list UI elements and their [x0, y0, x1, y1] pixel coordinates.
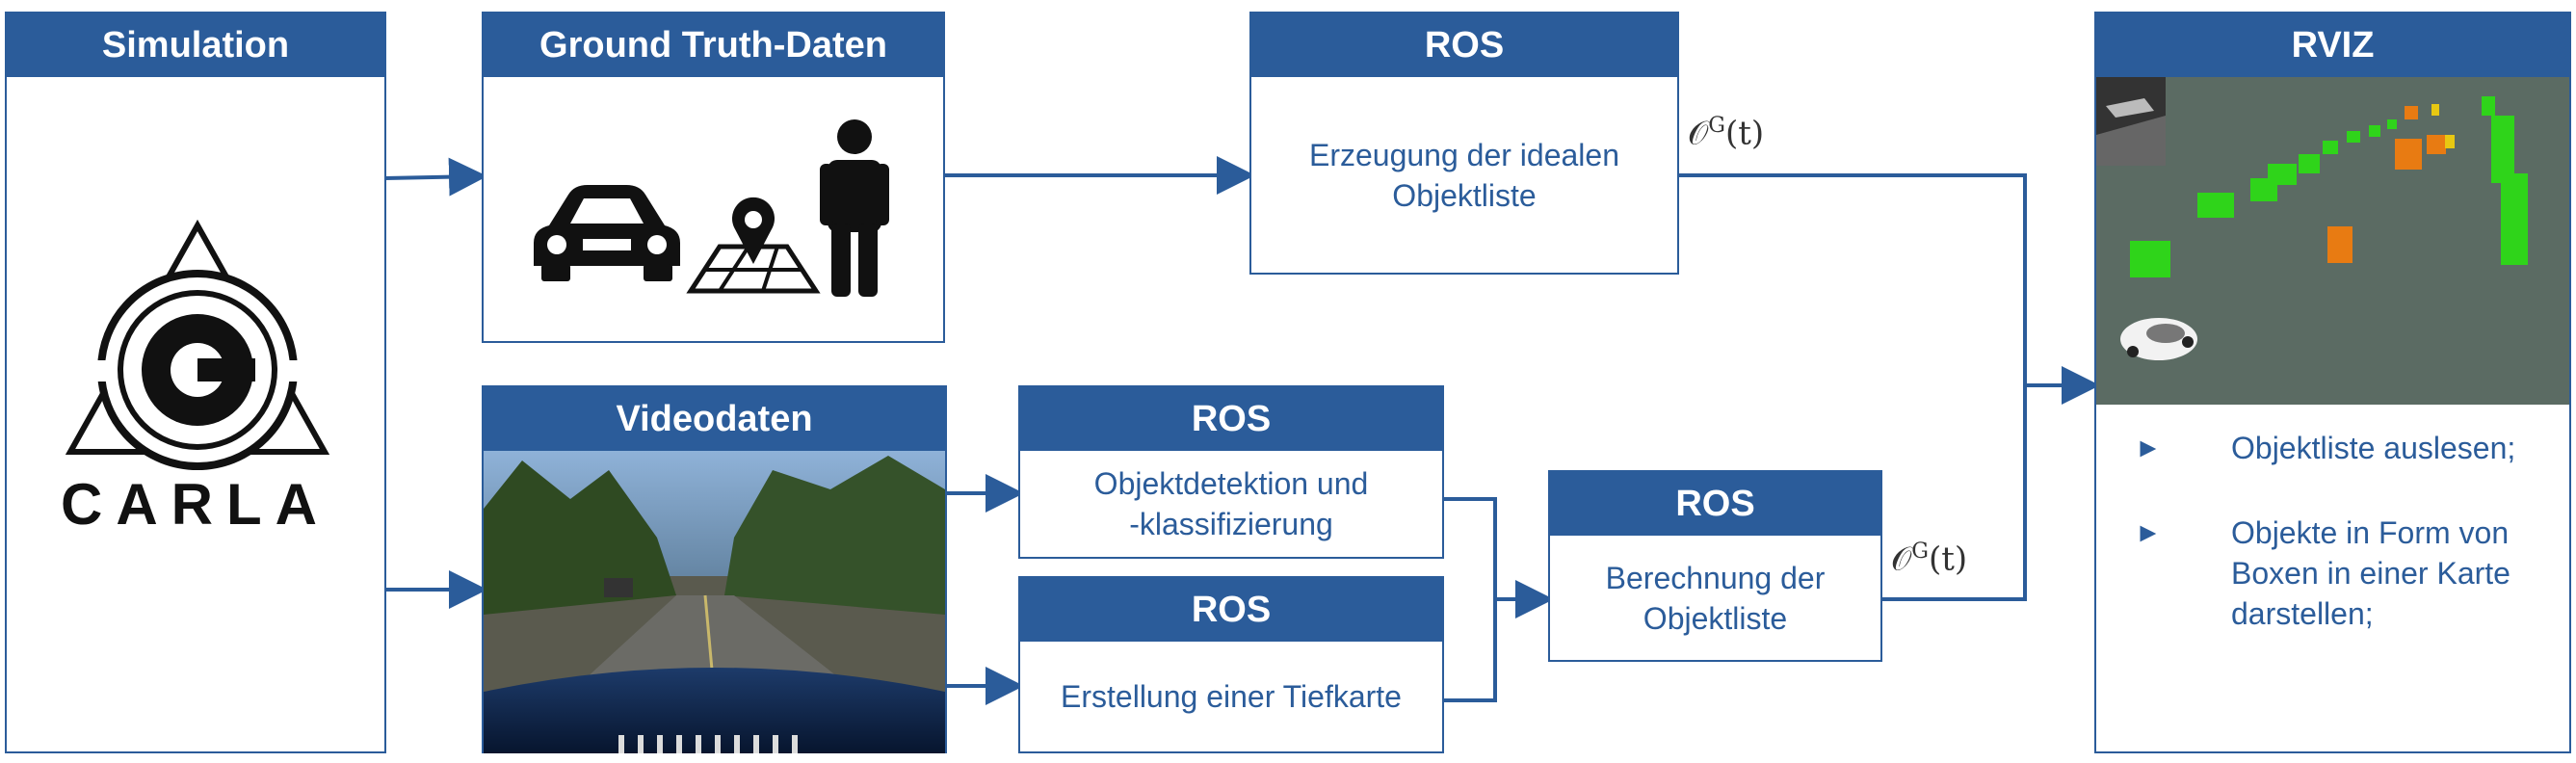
carla-logo-text: CARLA [61, 472, 330, 537]
ros-detect-text: Objektdetektion und -klassifizierung [1020, 451, 1442, 557]
ros-detect-line1: Objektdetektion und [1093, 466, 1369, 501]
ros-detect-line2: -klassifizierung [1129, 507, 1333, 541]
ros-calc-line1: Berechnung der [1605, 560, 1826, 595]
ros-detect-box: ROS Objektdetektion und -klassifizierung [1018, 385, 1444, 559]
ros-calc-box: ROS Berechnung der Objektliste [1548, 470, 1882, 662]
ros-ideal-box: ROS Erzeugung der idealen Objektliste [1249, 12, 1679, 275]
rviz-bullet-line: darstellen; [2231, 596, 2374, 631]
og-label-top: 𝒪G(t) [1688, 114, 1765, 153]
dashcam-image [484, 451, 945, 753]
map-pin-icon [686, 197, 821, 294]
arrow-sim-to-gt [384, 157, 487, 197]
rviz-visualization-image [2096, 77, 2569, 405]
bullet-triangle-icon: ► [2135, 433, 2162, 462]
ros-ideal-text: Erzeugung der idealen Objektliste [1251, 77, 1677, 273]
carla-logo-icon [65, 219, 330, 470]
ros-calc-text: Berechnung der Objektliste [1550, 536, 1880, 660]
ros-ideal-line1: Erzeugung der idealen [1308, 137, 1619, 172]
ros-depth-text: Erstellung einer Tiefkarte [1020, 642, 1442, 751]
rviz-bullet-line: Objekte in Form von [2231, 515, 2510, 550]
simulation-box: Simulation CARLA [5, 12, 386, 753]
bullet-triangle-icon: ► [2135, 517, 2162, 547]
og-label-bottom: 𝒪G(t) [1891, 539, 1968, 579]
rviz-bullet-line: Boxen in einer Karte [2231, 556, 2510, 591]
ros-calc-header: ROS [1550, 472, 1880, 536]
ros-detect-header: ROS [1020, 387, 1442, 451]
rviz-bullet-line: Objektliste auslesen; [2231, 431, 2516, 465]
videodaten-header: Videodaten [484, 387, 945, 451]
simulation-header: Simulation [7, 13, 384, 77]
ros-ideal-header: ROS [1251, 13, 1677, 77]
ros-depth-header: ROS [1020, 578, 1442, 642]
connector-detect-depth-merge [1443, 497, 1497, 702]
car-icon [534, 185, 680, 281]
videodaten-box: Videodaten [482, 385, 947, 753]
ground-truth-box: Ground Truth-Daten [482, 12, 945, 343]
rviz-header: RVIZ [2096, 13, 2569, 77]
ros-depth-line1: Erstellung einer Tiefkarte [1061, 679, 1402, 714]
rviz-box: RVIZ [2094, 12, 2571, 753]
ros-ideal-line2: Objektliste [1392, 177, 1537, 213]
ros-depth-box: ROS Erstellung einer Tiefkarte [1018, 576, 1444, 753]
person-icon [820, 119, 889, 297]
ground-truth-header: Ground Truth-Daten [484, 13, 943, 77]
ros-calc-line2: Objektliste [1643, 600, 1788, 636]
